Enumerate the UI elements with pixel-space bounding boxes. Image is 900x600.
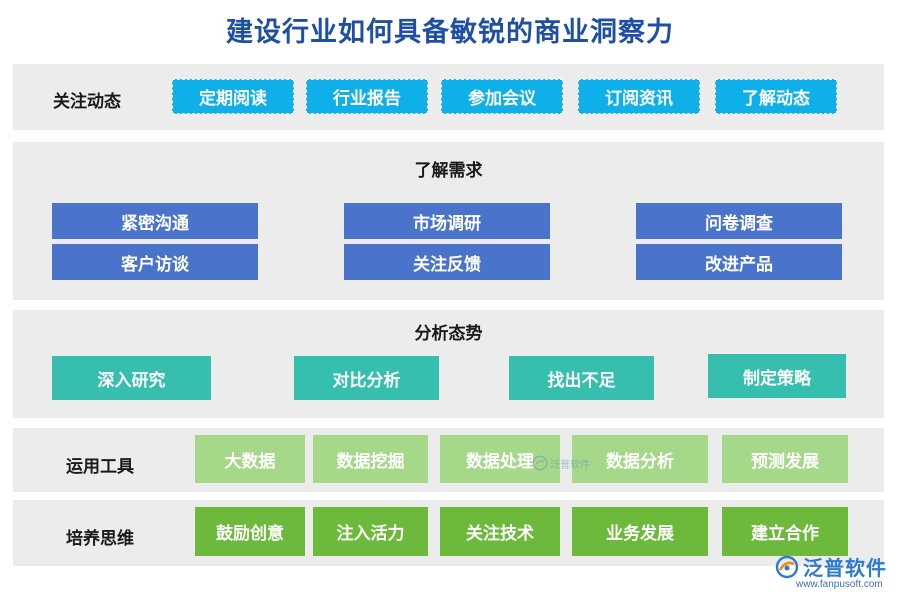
fanpu-logo-icon (532, 455, 548, 471)
needs-item: 市场调研 (344, 203, 550, 239)
thinking-item: 注入活力 (313, 507, 428, 556)
analysis-item: 制定策略 (708, 354, 846, 398)
tools-label: 运用工具 (66, 457, 134, 477)
needs-item: 紧密沟通 (52, 203, 258, 239)
focus-item: 订阅资讯 (578, 79, 700, 114)
analysis-label: 分析态势 (414, 324, 483, 344)
focus-panel: 关注动态 定期阅读 行业报告 参加会议 订阅资讯 了解动态 (13, 64, 884, 130)
thinking-item: 业务发展 (572, 507, 708, 556)
focus-item: 了解动态 (715, 79, 837, 114)
thinking-panel: 培养思维 鼓励创意 注入活力 关注技术 业务发展 建立合作 (13, 500, 884, 566)
thinking-item: 关注技术 (440, 507, 560, 556)
brand-logo: 泛普软件 (775, 552, 887, 581)
thinking-item: 鼓励创意 (195, 507, 305, 556)
tools-item: 数据处理 (440, 435, 560, 483)
tools-item: 大数据 (195, 435, 305, 483)
watermark-text: 泛普软件 (550, 459, 590, 471)
focus-item: 定期阅读 (172, 79, 294, 114)
tools-panel: 运用工具 大数据 数据挖掘 数据处理 数据分析 预测发展 (13, 428, 884, 492)
thinking-item: 建立合作 (722, 507, 848, 556)
needs-item: 关注反馈 (344, 244, 550, 280)
needs-panel: 了解需求 紧密沟通 市场调研 问卷调查 客户访谈 关注反馈 改进产品 (13, 142, 884, 300)
focus-label: 关注动态 (53, 92, 121, 112)
focus-item: 行业报告 (306, 79, 428, 114)
analysis-panel: 分析态势 深入研究 对比分析 找出不足 制定策略 (13, 310, 884, 418)
tools-item: 数据挖掘 (313, 435, 428, 483)
analysis-item: 找出不足 (509, 356, 654, 400)
needs-label: 了解需求 (414, 161, 483, 181)
needs-item: 客户访谈 (52, 244, 258, 280)
focus-item: 参加会议 (441, 79, 563, 114)
needs-item: 问卷调查 (636, 203, 842, 239)
needs-item: 改进产品 (636, 244, 842, 280)
tools-item: 预测发展 (722, 435, 848, 483)
thinking-label: 培养思维 (66, 529, 134, 549)
watermark: 泛普软件 (532, 455, 590, 471)
page-title: 建设行业如何具备敏锐的商业洞察力 (226, 17, 674, 48)
brand-url: www.fanpusoft.com (796, 579, 883, 590)
fanpu-logo-icon (775, 555, 799, 578)
analysis-item: 深入研究 (52, 356, 211, 400)
tools-item: 数据分析 (572, 435, 708, 483)
brand-name: 泛普软件 (803, 556, 887, 580)
analysis-item: 对比分析 (294, 356, 439, 400)
